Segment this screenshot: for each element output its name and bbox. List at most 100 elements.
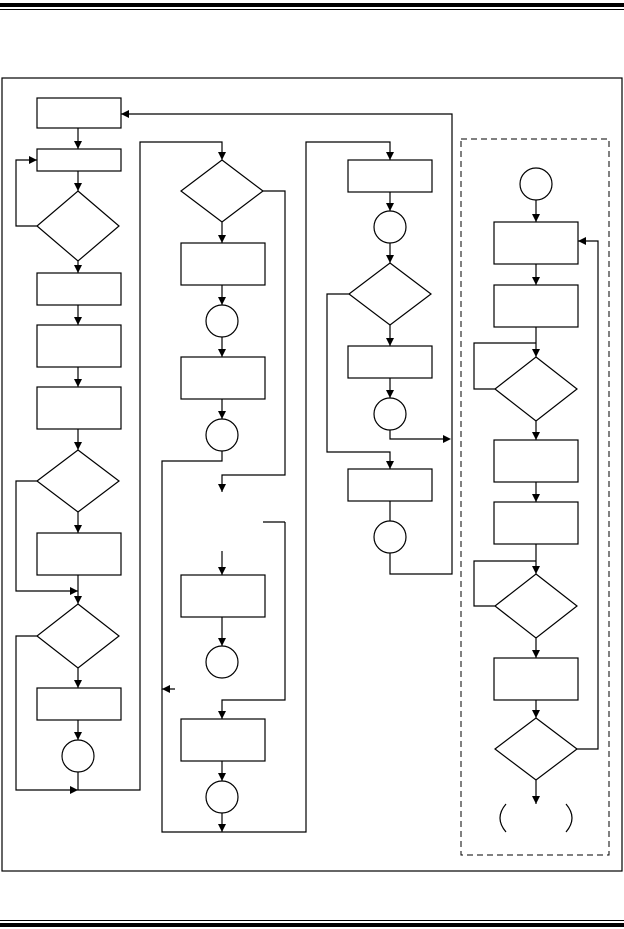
- process-box: [36, 687, 122, 721]
- arrowhead: [532, 277, 540, 285]
- decision-diamond: [36, 449, 120, 513]
- arrowhead: [218, 824, 226, 832]
- arrowhead: [218, 411, 226, 419]
- arrowhead: [218, 711, 226, 719]
- process-box: [347, 345, 433, 379]
- arrowhead: [443, 435, 451, 443]
- arrowhead: [218, 349, 226, 357]
- process-box: [36, 272, 122, 306]
- arrowhead: [218, 484, 226, 492]
- process-box: [347, 468, 433, 502]
- process-box: [493, 284, 579, 328]
- arrowhead: [532, 214, 540, 222]
- figure-frame: [1, 77, 623, 872]
- process-box: [180, 718, 266, 762]
- arrowhead: [74, 732, 82, 740]
- arrowhead: [532, 432, 540, 440]
- arrowhead: [532, 494, 540, 502]
- process-box: [36, 97, 122, 129]
- arrowhead: [70, 587, 78, 595]
- connector-circle: [373, 397, 407, 431]
- column-link-line: [78, 141, 223, 791]
- process-box: [36, 532, 122, 576]
- bypass-line: [221, 190, 286, 492]
- connector-circle: [373, 210, 407, 244]
- connector-circle: [61, 739, 95, 773]
- arrowhead: [74, 379, 82, 387]
- column-link-line: [161, 141, 391, 833]
- arrowhead: [532, 349, 540, 357]
- arrowhead: [386, 461, 394, 469]
- decision-diamond: [494, 356, 578, 422]
- arrowhead: [218, 567, 226, 575]
- arrowhead: [74, 680, 82, 688]
- arrowhead: [74, 596, 82, 604]
- decision-diamond: [348, 262, 432, 326]
- arrowhead: [121, 110, 129, 118]
- process-box: [493, 657, 579, 701]
- arrowhead: [70, 786, 78, 794]
- arrowhead: [218, 773, 226, 781]
- return-to-start-line: [121, 113, 453, 575]
- loop-line: [473, 560, 536, 607]
- bypass-line: [221, 522, 286, 719]
- arrowhead: [74, 442, 82, 450]
- top-rule-thick: [0, 3, 624, 7]
- arrowhead: [386, 255, 394, 263]
- dashed-group-box: [460, 138, 610, 856]
- process-box: [493, 439, 579, 483]
- arrowhead: [218, 638, 226, 646]
- decision-diamond: [36, 603, 120, 669]
- bypass-line: [326, 293, 391, 469]
- connector-circle: [519, 167, 553, 201]
- arrowhead: [74, 317, 82, 325]
- arrowhead: [74, 265, 82, 273]
- arrowhead: [386, 152, 394, 160]
- decision-diamond: [36, 190, 120, 262]
- connector-circle: [205, 418, 239, 452]
- process-box: [180, 356, 266, 400]
- arrowhead: [74, 141, 82, 149]
- arrowhead: [532, 710, 540, 718]
- arrowhead: [386, 390, 394, 398]
- process-box: [180, 574, 266, 618]
- process-box: [36, 324, 122, 368]
- process-box: [493, 221, 579, 265]
- arrowhead: [386, 203, 394, 211]
- decision-diamond: [494, 717, 578, 781]
- arrowhead: [74, 525, 82, 533]
- decision-diamond: [494, 573, 578, 639]
- repeat-line: [577, 240, 599, 750]
- arrowhead: [218, 297, 226, 305]
- exit-line: [389, 430, 449, 440]
- bypass-line: [15, 635, 78, 791]
- bottom-rule-thick: [0, 923, 624, 927]
- terminator-left-bracket: [499, 803, 507, 833]
- arrowhead: [74, 183, 82, 191]
- loop-line: [473, 342, 536, 390]
- arrowhead: [532, 796, 540, 804]
- terminator-right-bracket: [565, 803, 573, 833]
- arrowhead: [386, 338, 394, 346]
- loop-line: [15, 159, 37, 227]
- connector-circle: [205, 780, 239, 814]
- arrowhead: [29, 156, 37, 164]
- decision-diamond: [180, 159, 264, 223]
- process-box: [36, 386, 122, 430]
- process-box: [36, 148, 122, 172]
- process-box: [493, 501, 579, 545]
- arrowhead: [532, 650, 540, 658]
- top-rule-thin: [0, 9, 624, 10]
- bottom-rule-thin: [0, 920, 624, 921]
- process-box: [180, 242, 266, 286]
- process-box: [347, 159, 433, 193]
- arrowhead: [578, 237, 586, 245]
- arrowhead: [218, 152, 226, 160]
- arrowhead: [218, 235, 226, 243]
- connector-circle: [373, 520, 407, 554]
- connector-circle: [205, 304, 239, 338]
- arrowhead: [532, 566, 540, 574]
- connector-circle: [205, 645, 239, 679]
- bypass-line: [15, 480, 78, 592]
